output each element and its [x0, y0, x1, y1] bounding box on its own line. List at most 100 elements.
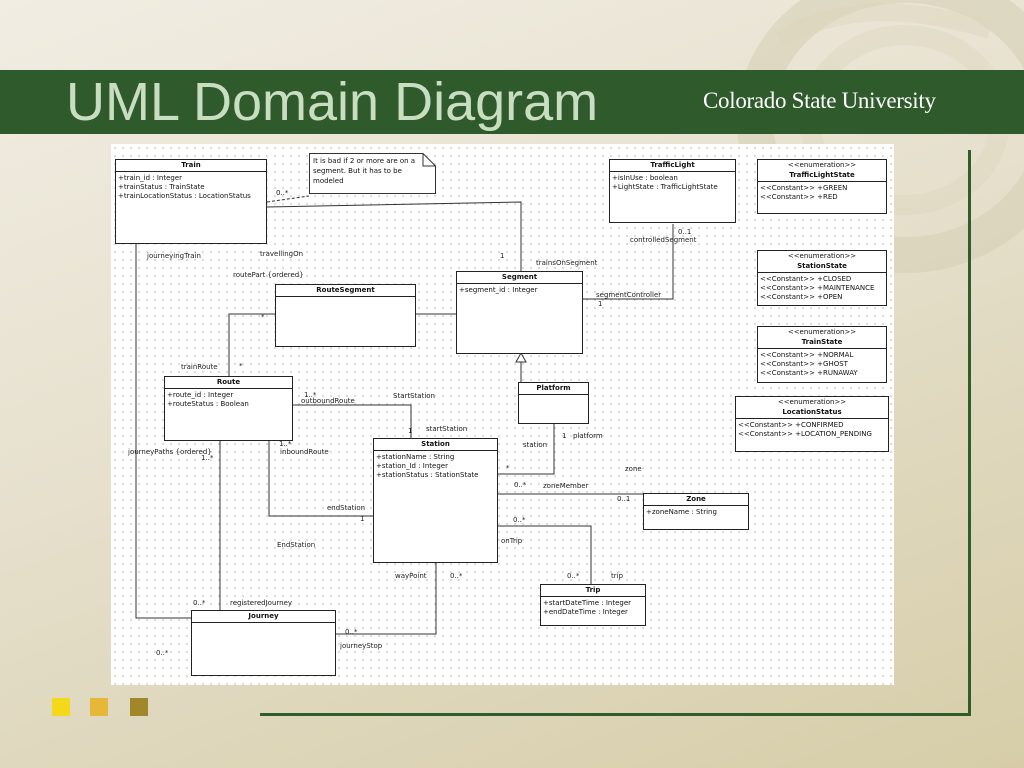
- multiplicity-traffic-light: 0..1: [678, 228, 692, 236]
- role-start-station-cap: StartStation: [393, 392, 435, 400]
- class-zone: Zone +zoneName : String: [643, 493, 749, 530]
- class-name: Route: [165, 377, 292, 389]
- enum-name: StationState: [758, 261, 886, 273]
- constraint-note: It is bad if 2 or more are on a segment.…: [309, 153, 436, 194]
- enum-location-status: <<enumeration>> LocationStatus <<Constan…: [735, 396, 889, 452]
- class-name: Segment: [457, 272, 582, 284]
- university-logo: Colorado State University: [703, 88, 936, 113]
- enum-value: <<Constant>> +GHOST: [760, 360, 848, 368]
- role-start-station: startStation: [426, 425, 468, 433]
- enum-value: <<Constant>> +GREEN: [760, 184, 848, 192]
- assoc-station-trip: [498, 525, 592, 584]
- class-attribute: +stationName : String: [376, 453, 455, 461]
- enum-value: <<Constant>> +CLOSED: [760, 275, 852, 283]
- assoc-platform-station: [498, 424, 555, 475]
- class-name: TrafficLight: [610, 160, 735, 172]
- role-way-point: wayPoint: [395, 572, 427, 580]
- assoc-inbound-route: [268, 410, 373, 517]
- enum-value: <<Constant>> +NORMAL: [760, 351, 854, 359]
- multiplicity-route-segment: *: [261, 313, 265, 321]
- multiplicity-zone: 0..1: [617, 495, 631, 503]
- class-station: Station +stationName : String +station_I…: [373, 438, 498, 563]
- class-route-segment: RouteSegment: [275, 284, 416, 347]
- enum-traffic-light-state: <<enumeration>> TrafficLightState <<Cons…: [757, 159, 887, 214]
- multiplicity-registered-journey: 0..*: [193, 599, 206, 607]
- multiplicity-start-station: 1: [408, 427, 413, 435]
- slide-title: UML Domain Diagram: [66, 72, 599, 132]
- multiplicity-journey: 0..*: [156, 649, 169, 657]
- multiplicity-inbound-route: 1..*: [279, 440, 292, 448]
- role-station: station: [523, 441, 548, 449]
- enum-value: <<Constant>> +OPEN: [760, 293, 843, 301]
- bullet-square-olive: [130, 698, 148, 716]
- enum-train-state: <<enumeration>> TrainState <<Constant>> …: [757, 326, 887, 383]
- role-journey-paths: journeyPaths {ordered}: [128, 448, 212, 456]
- enum-name: TrafficLightState: [758, 170, 886, 182]
- bullet-square-yellow: [52, 698, 70, 716]
- role-trip: trip: [611, 572, 624, 580]
- role-controlled-segment: controlledSegment: [630, 236, 697, 244]
- frame-line-vertical: [968, 150, 971, 716]
- enum-stereotype: <<enumeration>>: [777, 398, 847, 406]
- enum-stereotype: <<enumeration>>: [787, 252, 857, 260]
- role-registered-journey: registeredJourney: [230, 599, 293, 607]
- enum-name: LocationStatus: [736, 407, 888, 419]
- class-route: Route +route_id : Integer +routeStatus :…: [164, 376, 293, 441]
- enum-value: <<Constant>> +LOCATION_PENDING: [738, 430, 872, 438]
- role-journey-stop: journeyStop: [340, 642, 383, 650]
- class-attribute: +routeStatus : Boolean: [167, 400, 249, 408]
- role-segment-controller: segmentController: [596, 291, 662, 299]
- multiplicity-on-trip: 0..*: [513, 516, 526, 524]
- role-zone: zone: [625, 465, 642, 473]
- assoc-train-segment: [266, 201, 522, 271]
- class-journey: Journey: [191, 610, 336, 676]
- class-attribute: +isInUse : boolean: [612, 174, 678, 182]
- role-train-route: trainRoute: [181, 363, 218, 371]
- role-end-station: endStation: [327, 504, 366, 512]
- association-lines: [135, 195, 674, 635]
- class-attribute: +stationStatus : StationState: [376, 471, 479, 479]
- class-segment: Segment +segment_id : Integer: [456, 271, 583, 354]
- multiplicity-train: 0..*: [276, 189, 289, 197]
- class-attribute: +endDateTime : Integer: [543, 608, 628, 616]
- class-name: Zone: [644, 494, 748, 506]
- multiplicity-segment-controller: 1: [598, 300, 603, 308]
- class-attribute: +LightState : TrafficLightState: [612, 183, 718, 191]
- uml-diagram: It is bad if 2 or more are on a segment.…: [111, 144, 894, 685]
- enum-stereotype: <<enumeration>>: [787, 328, 857, 336]
- class-attribute: +segment_id : Integer: [459, 286, 538, 294]
- class-attribute: +zoneName : String: [646, 508, 717, 516]
- note-text: It is bad if 2 or more are on a segment.…: [313, 157, 416, 185]
- class-name: Trip: [541, 585, 645, 597]
- multiplicity-end-station: 1: [360, 515, 365, 523]
- assoc-outbound-route: [293, 404, 412, 438]
- role-outbound-route: outboundRoute: [301, 397, 355, 405]
- multiplicity-platform-station: 1: [562, 432, 567, 440]
- class-platform: Platform: [518, 382, 589, 424]
- class-traffic-light: TrafficLight +isInUse : boolean +LightSt…: [609, 159, 736, 223]
- multiplicity-waypoint: 0..*: [450, 572, 463, 580]
- assoc-trafficlight-segment: [581, 224, 674, 300]
- class-trip: Trip +startDateTime : Integer +endDateTi…: [540, 584, 646, 626]
- multiplicity-platform: *: [506, 464, 510, 472]
- enum-stereotype: <<enumeration>>: [787, 161, 857, 169]
- enum-value: <<Constant>> +CONFIRMED: [738, 421, 844, 429]
- assoc-station-journey: [336, 552, 437, 635]
- class-attribute: +trainLocationStatus : LocationStatus: [118, 192, 251, 200]
- assoc-routesegment-route: [228, 313, 275, 376]
- role-journeying-train: journeyingTrain: [147, 252, 201, 260]
- assoc-journeying-train: [135, 244, 191, 619]
- multiplicity-trip: 0..*: [567, 572, 580, 580]
- class-attribute: +trainStatus : TrainState: [118, 183, 205, 191]
- bullet-square-gold: [90, 698, 108, 716]
- role-end-station-cap: EndStation: [277, 541, 316, 549]
- class-attribute: +startDateTime : Integer: [543, 599, 632, 607]
- class-name: Train: [116, 160, 266, 172]
- class-attribute: +route_id : Integer: [167, 391, 234, 399]
- title-bar: [0, 70, 1024, 134]
- enum-value: <<Constant>> +RUNAWAY: [760, 369, 858, 377]
- class-attribute: +station_Id : Integer: [376, 462, 448, 470]
- multiplicity-zone-member: 0..*: [514, 481, 527, 489]
- class-name: Platform: [519, 383, 588, 395]
- role-route-part: routePart {ordered}: [233, 271, 304, 279]
